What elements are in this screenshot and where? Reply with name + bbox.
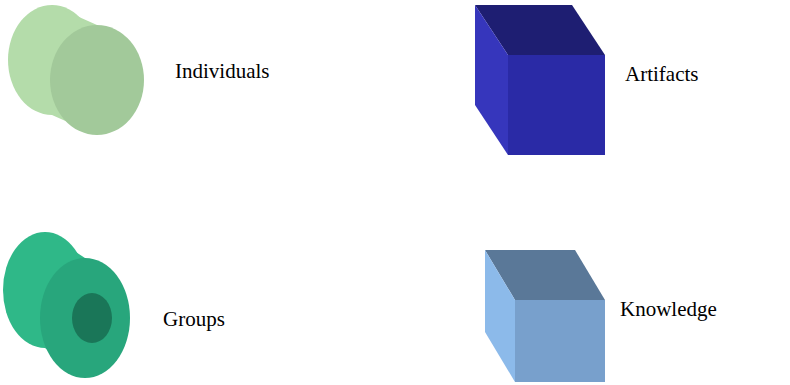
hollow-cylinder-symbol [3, 232, 130, 378]
cube-symbol [485, 250, 605, 382]
legend-label: Knowledge [620, 297, 717, 322]
legend-label: Individuals [175, 59, 270, 84]
cylinder-symbol [8, 5, 144, 135]
legend-label: Groups [163, 307, 225, 332]
cube-symbol [475, 5, 605, 155]
legend-label: Artifacts [625, 62, 698, 87]
